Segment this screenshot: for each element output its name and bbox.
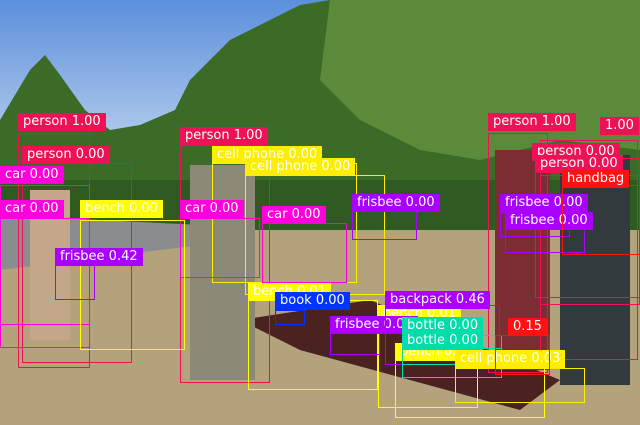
detection-box-car [0, 218, 90, 348]
detection-box-car [262, 223, 347, 283]
detection-label-backpack: backpack 0.46 [385, 291, 490, 309]
detection-box-handbag [495, 335, 550, 375]
detection-label-cell-phone: cell phone 0.00 [245, 158, 356, 176]
detection-label-cell-phone: cell phone 0.03 [455, 350, 566, 368]
detection-label-frisbee: frisbee 0.00 [500, 194, 588, 212]
detection-label-car: car 0.00 [262, 206, 326, 224]
detection-box-cell-phone [455, 368, 585, 403]
detection-label-car: car 0.00 [180, 200, 244, 218]
detection-box-handbag [562, 185, 640, 255]
detection-label-book: book 0.00 [275, 292, 350, 310]
detection-label-person: 1.00 [600, 117, 639, 135]
detection-label-frisbee: frisbee 0.42 [55, 248, 143, 266]
detection-label-car: car 0.00 [0, 166, 64, 184]
detection-label-bench: bench 0.00 [80, 200, 163, 218]
detection-label-car: car 0.00 [0, 200, 64, 218]
detection-box-book [275, 310, 305, 325]
detection-label-bottle: bottle 0.00 [402, 317, 484, 335]
detection-label-person: person 0.00 [535, 155, 623, 173]
detection-label-frisbee: frisbee 0.00 [505, 212, 593, 230]
detection-label-person: person 1.00 [488, 113, 576, 131]
detection-box-bench [80, 220, 185, 350]
detection-label-handbag: 0.15 [508, 318, 547, 336]
detection-label-person: person 0.00 [22, 146, 110, 164]
detection-label-frisbee: frisbee 0.00 [330, 316, 418, 334]
detection-box-car [180, 218, 260, 278]
detection-box-frisbee [352, 210, 417, 240]
person-far-right [560, 155, 630, 385]
detection-label-handbag: handbag [562, 170, 630, 188]
detection-label-bottle: bottle 0.00 [402, 332, 484, 350]
detection-box-person [488, 133, 548, 373]
detection-label-frisbee: frisbee 0.00 [352, 194, 440, 212]
detection-label-person: person 1.00 [18, 113, 106, 131]
detection-label-person: person 1.00 [180, 127, 268, 145]
detection-box-frisbee [55, 265, 95, 300]
